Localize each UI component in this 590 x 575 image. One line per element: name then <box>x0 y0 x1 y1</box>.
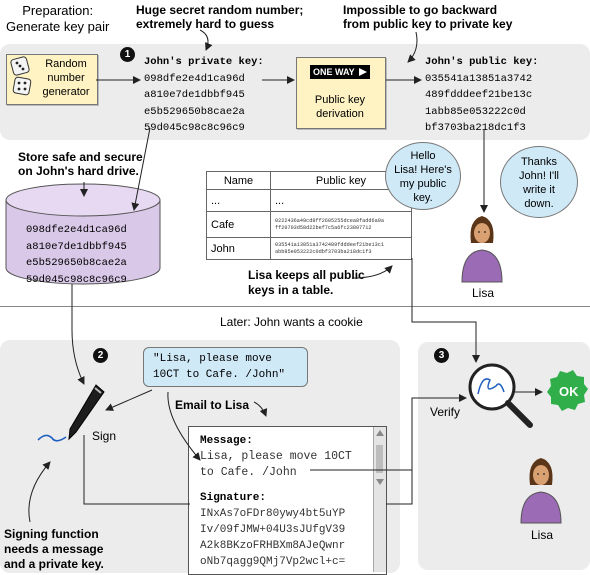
private-key-title: John's private key: <box>144 56 264 68</box>
john-speech-bubble: Hello Lisa! Here's my public key. <box>385 142 461 210</box>
public-key-line: 489fdddeef21be13c <box>425 89 533 101</box>
lisa-speech-bubble: Thanks John! I'll write it down. <box>500 146 578 218</box>
public-key-line: 1abb85e053222c0d <box>425 105 526 118</box>
public-key-line: bf3703ba218dc1f3 <box>425 122 526 134</box>
public-key-title: John's public key: <box>425 56 539 68</box>
message-body-line: Lisa, please move 10CT <box>200 450 352 463</box>
table-note: Lisa keeps all public keys in a table. <box>248 268 365 297</box>
signature-line: oNb7qagg9QMj7Vp2wcl+c= <box>200 556 346 568</box>
preparation-label: Preparation: Generate key pair <box>6 3 110 34</box>
disk-key-line: a810e7de1dbbf945 <box>26 240 127 253</box>
disk-key-line: 59d045c98c8c96c9 <box>26 273 127 286</box>
rng-label: Random number generator <box>42 58 90 98</box>
public-key-table: Name Public key ... ... Cafe 0222436a49c… <box>206 171 412 260</box>
store-note: Store safe and secure on John's hard dri… <box>18 150 143 178</box>
verify-label: Verify <box>430 405 461 419</box>
message-title: Message: <box>200 435 253 447</box>
scroll-thumb[interactable] <box>376 445 383 473</box>
private-key-line: a810e7de1dbbf945 <box>144 89 245 101</box>
private-key-line: 098dfe2e4d1ca96d <box>144 72 245 85</box>
step-1-badge: 1 <box>120 47 135 62</box>
table-row: ... ... <box>206 189 412 212</box>
sign-label: Sign <box>92 429 117 443</box>
step-3-badge: 3 <box>434 348 449 363</box>
later-heading: Later: John wants a cookie <box>220 315 363 329</box>
public-key-block: John's public key: 035541a13851a3742 489… <box>425 54 538 137</box>
private-key-line: e5b529650b8cae2a <box>144 105 245 118</box>
hard-drive-contents: 098dfe2e4d1ca96d a810e7de1dbbf945 e5b529… <box>26 222 127 288</box>
signature-line: A2k8BKzoFRHBXm8AJeQwnr <box>200 540 346 552</box>
signing-note: Signing function needs a message and a p… <box>4 527 104 571</box>
signature-line: INxAs7oFDr80ywy4bt5uYP <box>200 508 346 520</box>
email-title: Email to Lisa <box>175 398 250 412</box>
section-divider <box>0 306 590 307</box>
signature-line: Iv/09fJMW+04U3sJUfgV39 <box>200 524 346 536</box>
private-key-block: John's private key: 098dfe2e4d1ca96d a81… <box>144 54 264 137</box>
ok-badge: OK <box>559 384 579 399</box>
scrollbar[interactable] <box>373 427 386 572</box>
table-row: Cafe 0222436a49cd8ff2605255dcea8fadd6a9a… <box>206 211 412 238</box>
message-body-line: to Cafe. /John <box>200 466 297 479</box>
message-quote: "Lisa, please move 10CT to Cafe. /John" <box>143 347 308 387</box>
private-key-line: 59d045c98c8c96c9 <box>144 122 245 134</box>
scroll-down-icon[interactable] <box>376 479 384 485</box>
table-row: John 035541a13851a3742489fdddeef21be13c1… <box>206 237 412 260</box>
one-way-annotation: Impossible to go backward from public ke… <box>343 3 513 31</box>
lisa-label-top: Lisa <box>472 286 495 300</box>
secret-annotation: Huge secret random number; extremely har… <box>136 3 304 31</box>
derivation-label: Public key derivation <box>314 94 366 120</box>
signature-title: Signature: <box>200 492 267 504</box>
scroll-up-icon[interactable] <box>376 430 384 436</box>
public-key-line: 035541a13851a3742 <box>425 72 533 85</box>
email-message-box: Message: Lisa, please move 10CT to Cafe.… <box>188 426 387 575</box>
disk-key-line: e5b529650b8cae2a <box>26 257 127 269</box>
lisa-label-bottom: Lisa <box>531 528 554 542</box>
preparation-panel <box>0 44 590 140</box>
disk-key-line: 098dfe2e4d1ca96d <box>26 224 127 236</box>
one-way-sign-icon: ONE WAY <box>310 65 370 79</box>
step-2-badge: 2 <box>93 348 108 363</box>
table-header-name: Name <box>206 171 271 190</box>
table-header-row: Name Public key <box>206 171 412 190</box>
